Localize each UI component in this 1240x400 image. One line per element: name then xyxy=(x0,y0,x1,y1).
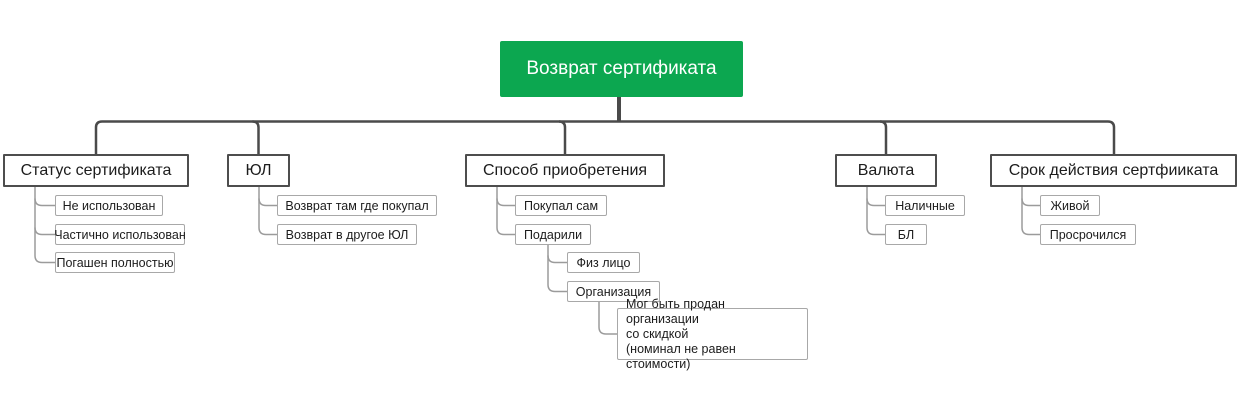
node-bl[interactable]: БЛ xyxy=(885,224,927,245)
node-gifted[interactable]: Подарили xyxy=(515,224,591,245)
node-validity-period[interactable]: Срок действия сертфииката xyxy=(990,154,1237,187)
node-bought-myself[interactable]: Покупал сам xyxy=(515,195,607,216)
node-legal-entity[interactable]: ЮЛ xyxy=(227,154,290,187)
node-partially-used[interactable]: Частично использован xyxy=(54,224,186,245)
node-cash[interactable]: Наличные xyxy=(885,195,965,216)
node-alive[interactable]: Живой xyxy=(1040,195,1100,216)
node-fully-redeemed[interactable]: Погашен полностью xyxy=(55,252,175,273)
node-root[interactable]: Возврат сертификата xyxy=(500,41,743,97)
node-return-where-bought[interactable]: Возврат там где покупал xyxy=(277,195,437,216)
node-currency[interactable]: Валюта xyxy=(835,154,937,187)
node-acquisition-method[interactable]: Способ приобретения xyxy=(465,154,665,187)
node-expired[interactable]: Просрочился xyxy=(1040,224,1136,245)
node-organization[interactable]: Организация xyxy=(567,281,660,302)
node-not-used[interactable]: Не использован xyxy=(55,195,163,216)
node-sold-with-discount[interactable]: Мог быть продан организации со скидкой (… xyxy=(617,297,808,371)
node-certificate-status[interactable]: Статус сертификата xyxy=(3,154,189,187)
node-individual[interactable]: Физ лицо xyxy=(567,252,640,273)
node-return-other-entity[interactable]: Возврат в другое ЮЛ xyxy=(277,224,417,245)
